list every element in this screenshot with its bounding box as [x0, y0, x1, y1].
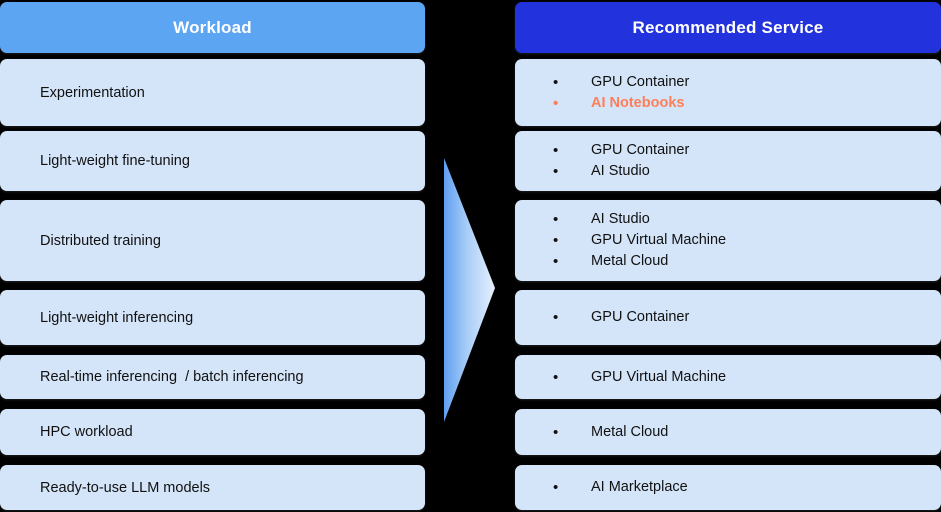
service-item-label: AI Studio	[591, 211, 650, 227]
service-item-label: AI Studio	[591, 163, 650, 179]
service-list-item: • AI Studio	[553, 161, 941, 182]
workload-row-hpc-workload[interactable]: HPC workload	[0, 409, 425, 455]
recommended-service-header-label: Recommended Service	[632, 17, 824, 37]
service-item-label: GPU Virtual Machine	[591, 232, 727, 248]
workload-row-real-time-inferencing[interactable]: Real-time inferencing / batch inferencin…	[0, 355, 425, 399]
workload-row-experimentation[interactable]: Experimentation	[0, 59, 425, 126]
workload-row-distributed-training[interactable]: Distributed training	[0, 200, 425, 281]
service-item-label: GPU Container	[591, 309, 690, 325]
service-list-item: • GPU Virtual Machine	[553, 367, 941, 388]
bullet-icon: •	[553, 309, 559, 326]
bullet-icon: •	[553, 232, 559, 249]
service-item-label: GPU Virtual Machine	[591, 368, 727, 385]
workload-row-label: Light-weight inferencing	[40, 309, 194, 326]
service-list-item: • AI Studio	[553, 209, 941, 230]
recommended-service-column-header: Recommended Service	[515, 2, 941, 53]
service-list-item: • GPU Container	[553, 140, 941, 161]
bullet-icon: •	[553, 368, 559, 386]
workload-row-ready-to-use-llm-models[interactable]: Ready-to-use LLM models	[0, 465, 425, 510]
service-row-ready-to-use-llm-models[interactable]: • AI Marketplace	[515, 465, 941, 510]
service-item-label: GPU Container	[591, 73, 690, 90]
workload-row-label: Experimentation	[40, 84, 145, 101]
workload-row-label: HPC workload	[40, 424, 133, 440]
workload-row-label: Ready-to-use LLM models	[40, 479, 211, 496]
bullet-icon: •	[553, 423, 559, 441]
service-list-item: • Metal Cloud	[553, 422, 941, 443]
service-row-experimentation[interactable]: • GPU Container • AI Notebooks	[515, 59, 941, 126]
workload-row-label: Light-weight fine-tuning	[40, 153, 190, 169]
workload-row-label: Real-time inferencing / batch inferencin…	[40, 369, 304, 385]
service-row-light-weight-fine-tuning[interactable]: • GPU Container • AI Studio	[515, 131, 941, 191]
workload-header-label: Workload	[173, 17, 252, 37]
service-list-item-highlighted: • AI Notebooks	[553, 93, 941, 114]
service-row-distributed-training[interactable]: • AI Studio • GPU Virtual Machine • Meta…	[515, 200, 941, 281]
service-list-item: • AI Marketplace	[553, 477, 941, 498]
bullet-icon: •	[553, 94, 559, 112]
bullet-icon: •	[553, 73, 559, 91]
workload-row-label: Distributed training	[40, 232, 161, 249]
service-item-label: AI Marketplace	[591, 479, 688, 495]
service-list-item: • Metal Cloud	[553, 251, 941, 272]
workload-row-light-weight-fine-tuning[interactable]: Light-weight fine-tuning	[0, 131, 425, 191]
service-list-item: • GPU Virtual Machine	[553, 230, 941, 251]
service-item-label: Metal Cloud	[591, 253, 669, 269]
service-list-item: • GPU Container	[553, 72, 941, 93]
bullet-icon: •	[553, 142, 559, 159]
service-row-hpc-workload[interactable]: • Metal Cloud	[515, 409, 941, 455]
bullet-icon: •	[553, 163, 559, 180]
right-arrow-icon	[437, 150, 507, 430]
service-item-label: AI Notebooks	[591, 94, 685, 111]
service-row-real-time-inferencing[interactable]: • GPU Virtual Machine	[515, 355, 941, 399]
service-item-label: GPU Container	[591, 142, 690, 158]
workload-column-header: Workload	[0, 2, 425, 53]
workload-row-light-weight-inferencing[interactable]: Light-weight inferencing	[0, 290, 425, 345]
bullet-icon: •	[553, 211, 559, 228]
bullet-icon: •	[553, 479, 559, 496]
service-row-light-weight-inferencing[interactable]: • GPU Container	[515, 290, 941, 345]
service-list-item: • GPU Container	[553, 307, 941, 328]
bullet-icon: •	[553, 253, 559, 270]
service-item-label: Metal Cloud	[591, 423, 669, 440]
